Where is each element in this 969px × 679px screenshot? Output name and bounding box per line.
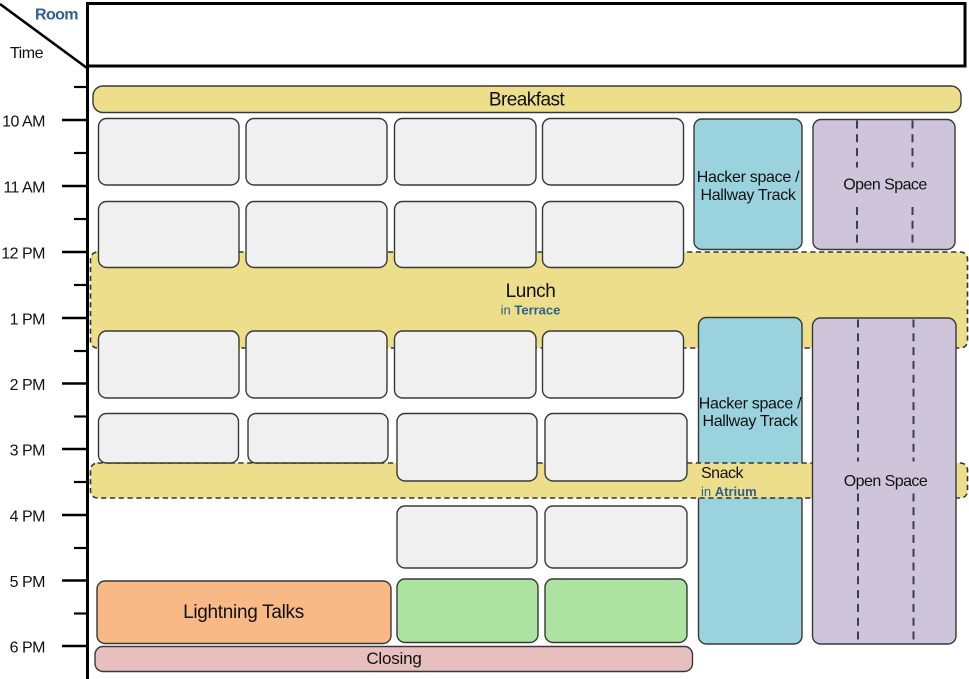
svg-text:in Terrace: in Terrace: [501, 303, 561, 318]
svg-text:Hacker space /: Hacker space /: [699, 396, 802, 413]
svg-text:Lunch: Lunch: [506, 281, 556, 302]
svg-text:Snack: Snack: [701, 465, 744, 482]
svg-text:Hallway Track: Hallway Track: [702, 413, 798, 430]
svg-text:11 AM: 11 AM: [3, 179, 45, 196]
svg-text:12 PM: 12 PM: [1, 245, 45, 262]
svg-text:Hacker space /: Hacker space /: [697, 169, 800, 186]
svg-text:3 PM: 3 PM: [10, 442, 46, 459]
svg-text:1 PM: 1 PM: [10, 311, 46, 328]
svg-text:Room: Room: [35, 7, 78, 24]
svg-text:Time: Time: [10, 45, 44, 62]
svg-text:4 PM: 4 PM: [10, 508, 46, 525]
svg-text:10 AM: 10 AM: [2, 113, 45, 130]
svg-text:2 PM: 2 PM: [10, 377, 46, 394]
svg-text:Breakfast: Breakfast: [489, 90, 566, 111]
svg-text:Open Space: Open Space: [843, 177, 927, 194]
svg-text:5 PM: 5 PM: [10, 574, 46, 591]
svg-text:Closing: Closing: [366, 649, 421, 668]
svg-text:in Atrium: in Atrium: [701, 484, 757, 499]
svg-text:6 PM: 6 PM: [10, 639, 46, 656]
svg-text:Hallway Track: Hallway Track: [700, 187, 796, 204]
svg-text:Lightning Talks: Lightning Talks: [183, 602, 304, 623]
svg-text:Open Space: Open Space: [844, 473, 928, 490]
